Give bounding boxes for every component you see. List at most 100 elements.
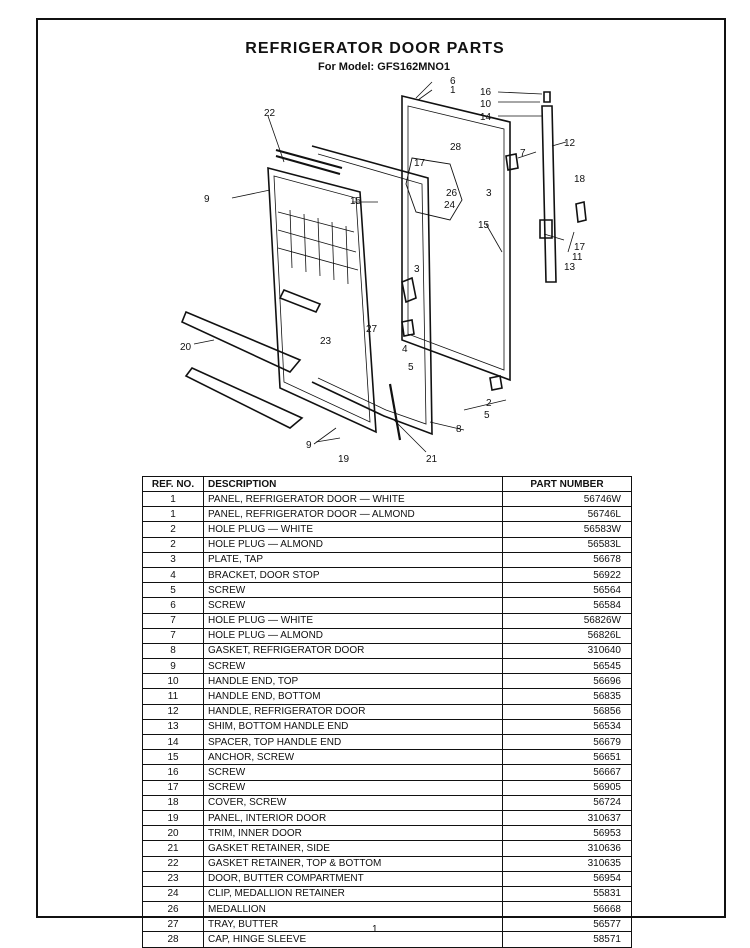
svg-text:22: 22 bbox=[264, 108, 276, 119]
part-ref: 8 bbox=[142, 642, 204, 660]
part-number: 56583L bbox=[502, 536, 632, 553]
part-ref: 1 bbox=[142, 490, 204, 508]
part-number: 56696 bbox=[502, 673, 632, 690]
part-ref: 2 bbox=[142, 536, 204, 553]
svg-text:1: 1 bbox=[450, 85, 456, 96]
part-ref: 21 bbox=[142, 840, 204, 857]
part-ref: 2 bbox=[142, 521, 204, 538]
column-header-ref: REF. NO. bbox=[142, 476, 204, 492]
model-line: For Model: GFS162MNO1 bbox=[318, 61, 451, 73]
part-ref: 5 bbox=[142, 582, 204, 599]
gasket-outline bbox=[311, 145, 433, 436]
part-number: 56668 bbox=[502, 901, 632, 918]
svg-text:10: 10 bbox=[480, 99, 492, 110]
part-ref: 26 bbox=[142, 901, 204, 918]
svg-text:21: 21 bbox=[426, 454, 438, 465]
part-ref: 14 bbox=[142, 733, 204, 751]
part-description: SPACER, TOP HANDLE END bbox=[203, 733, 503, 751]
part-number: 56564 bbox=[502, 582, 632, 599]
part-description: SCREW bbox=[203, 582, 503, 599]
part-ref: 23 bbox=[142, 870, 204, 887]
part-number: 56922 bbox=[502, 566, 632, 584]
handle bbox=[541, 105, 557, 283]
svg-text:27: 27 bbox=[366, 324, 378, 335]
page-mark: 1 bbox=[372, 924, 378, 935]
part-number: 56545 bbox=[502, 658, 632, 675]
svg-text:12: 12 bbox=[564, 138, 576, 149]
svg-text:26: 26 bbox=[446, 188, 458, 199]
part-number: 56826W bbox=[502, 612, 632, 629]
part-ref: 7 bbox=[142, 612, 204, 629]
svg-text:18: 18 bbox=[574, 174, 586, 185]
part-number: 56678 bbox=[502, 551, 632, 568]
part-ref: 1 bbox=[142, 506, 204, 523]
svg-text:14: 14 bbox=[480, 112, 492, 123]
part-description: HOLE PLUG — ALMOND bbox=[203, 627, 503, 644]
part-description: MEDALLION bbox=[203, 901, 503, 918]
svg-text:19: 19 bbox=[338, 454, 350, 465]
part-description: DOOR, BUTTER COMPARTMENT bbox=[203, 870, 503, 887]
part-number: 56534 bbox=[502, 718, 632, 736]
part-ref: 9 bbox=[142, 658, 204, 675]
part-number: 56724 bbox=[502, 794, 632, 811]
part-number: 56679 bbox=[502, 733, 632, 751]
callout-labels: 6 1 16 10 14 12 7 22 28 17 26 24 3 18 9 … bbox=[180, 76, 586, 465]
svg-text:3: 3 bbox=[486, 188, 492, 199]
table-header-row: REF. NO. DESCRIPTION PART NUMBER bbox=[142, 476, 632, 492]
part-number: 56835 bbox=[502, 688, 632, 705]
shelf-lower bbox=[184, 367, 304, 429]
part-number: 56651 bbox=[502, 749, 632, 766]
part-number: 310635 bbox=[502, 855, 632, 872]
part-description: TRIM, INNER DOOR bbox=[203, 825, 503, 842]
part-number: 56583W bbox=[502, 521, 632, 538]
svg-text:7: 7 bbox=[520, 148, 526, 159]
part-description: SCREW bbox=[203, 658, 503, 675]
part-ref: 18 bbox=[142, 794, 204, 811]
part-ref: 16 bbox=[142, 764, 204, 781]
part-description: TRAY, BUTTER bbox=[203, 916, 503, 933]
part-description: HANDLE END, BOTTOM bbox=[203, 688, 503, 705]
liner-outline bbox=[267, 166, 377, 434]
part-number: 310637 bbox=[502, 809, 632, 827]
part-description: PLATE, TAP bbox=[203, 551, 503, 568]
page-title: REFRIGERATOR DOOR PARTS bbox=[245, 40, 505, 57]
column-header-part-number: PART NUMBER bbox=[502, 476, 632, 492]
part-description: PANEL, REFRIGERATOR DOOR — ALMOND bbox=[203, 506, 503, 523]
part-number: 56667 bbox=[502, 764, 632, 781]
part-description: SHIM, BOTTOM HANDLE END bbox=[203, 718, 503, 736]
part-number: 310636 bbox=[502, 840, 632, 857]
svg-text:23: 23 bbox=[320, 336, 332, 347]
part-ref: 27 bbox=[142, 916, 204, 933]
column-header-description: DESCRIPTION bbox=[203, 476, 503, 492]
svg-text:9: 9 bbox=[204, 194, 210, 205]
part-ref: 10 bbox=[142, 673, 204, 690]
shelf-upper bbox=[180, 310, 302, 373]
part-description: SCREW bbox=[203, 597, 503, 614]
part-description: PANEL, INTERIOR DOOR bbox=[203, 809, 503, 827]
part-ref: 22 bbox=[142, 855, 204, 872]
svg-text:4: 4 bbox=[402, 344, 408, 355]
svg-text:8: 8 bbox=[456, 424, 462, 435]
part-ref: 20 bbox=[142, 825, 204, 842]
svg-text:11: 11 bbox=[572, 252, 583, 263]
svg-text:24: 24 bbox=[444, 200, 456, 211]
part-ref: 28 bbox=[142, 931, 204, 948]
svg-text:20: 20 bbox=[180, 342, 192, 353]
part-description: HOLE PLUG — ALMOND bbox=[203, 536, 503, 553]
part-ref: 13 bbox=[142, 718, 204, 736]
